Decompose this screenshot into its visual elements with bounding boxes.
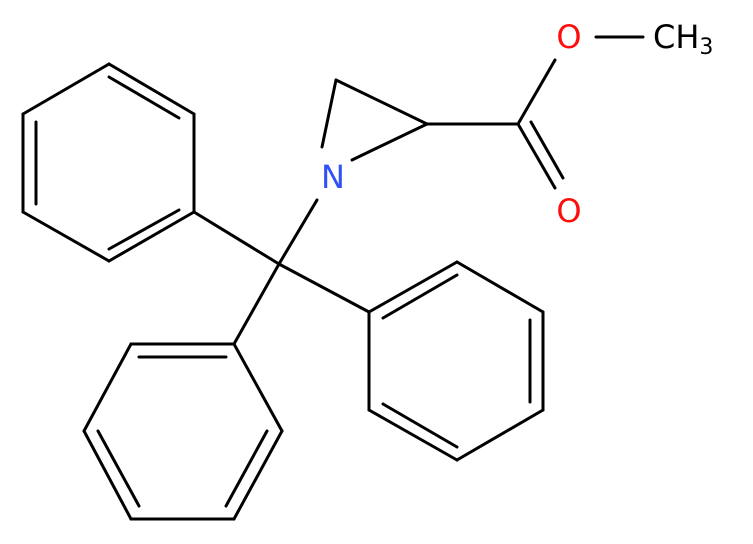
ring3-bond xyxy=(232,342,284,433)
bond-ch2-ch xyxy=(334,78,429,126)
ring3-bond xyxy=(82,342,133,433)
bond-trityl-phenyl3 xyxy=(232,262,281,346)
ring1-inner-bond xyxy=(107,75,181,120)
ring2-inner-bond xyxy=(381,273,459,320)
ring3-bond xyxy=(82,429,133,521)
ring1-inner-bond xyxy=(107,208,181,251)
ring3-inner-bond xyxy=(224,429,269,508)
aziridine-ring xyxy=(320,78,429,162)
ring2-bond xyxy=(367,260,459,314)
bond-n-trityl-c xyxy=(277,198,319,266)
ring1-bond xyxy=(21,210,111,263)
bond-carbonyl-double-outer xyxy=(516,122,557,190)
ring3-bond xyxy=(232,429,284,521)
methyl-ester-group xyxy=(425,35,645,190)
bond-trityl-phenyl2 xyxy=(277,262,371,314)
ring1-bond xyxy=(21,62,111,116)
trityl-center-bonds xyxy=(192,210,371,346)
ester-oxygen-label: O xyxy=(556,18,581,56)
ring2-inner-bond xyxy=(381,402,459,449)
phenyl-ring-right xyxy=(367,260,545,462)
bond-n-ch2 xyxy=(320,78,338,149)
methyl-ch-text: CH xyxy=(653,18,699,56)
bond-carbonyl-c-o xyxy=(516,58,557,126)
methyl-group-label: CH3 xyxy=(653,18,713,60)
ring2-bond xyxy=(455,408,545,462)
bond-trityl-phenyl1 xyxy=(192,210,281,266)
ring1-bond xyxy=(107,210,196,263)
phenyl-ring-bottom xyxy=(82,342,284,521)
ring2-bond xyxy=(455,260,545,314)
ring1-bond xyxy=(107,62,196,116)
carbonyl-oxygen-label: O xyxy=(556,192,581,230)
ring2-bond xyxy=(367,408,459,462)
phenyl-ring-upper-left xyxy=(21,62,196,263)
bond-carbonyl-double-inner xyxy=(529,120,565,180)
nitrogen-atom-label: N xyxy=(321,158,345,196)
methyl-subscript: 3 xyxy=(699,35,713,60)
ring3-inner-bond xyxy=(96,429,141,508)
bond-ch-n xyxy=(350,122,429,162)
